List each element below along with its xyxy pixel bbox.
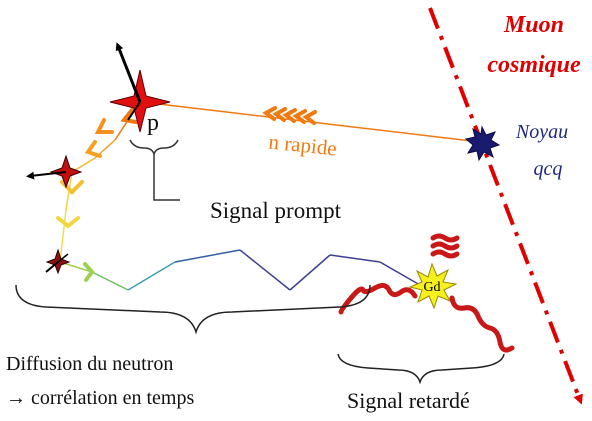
scatter-trajectory <box>59 101 421 291</box>
muon-label-2: cosmique <box>487 52 581 78</box>
diffusion-label-2: → corrélation en temps <box>6 387 194 409</box>
gd-starburst-icon: Gd <box>408 262 458 310</box>
recoil-star-icon <box>26 154 83 189</box>
fast-neutron-label: n rapide <box>268 130 338 161</box>
proton-star-icon <box>109 42 171 133</box>
proton-label: p <box>147 110 159 136</box>
gd-label: Gd <box>423 280 440 295</box>
diffusion-label: Diffusion du neutron <box>6 353 173 375</box>
diffusion-brace <box>15 284 371 335</box>
signal-prompt-label: Signal prompt <box>210 198 342 223</box>
fast-neutron-chevrons <box>262 106 317 125</box>
nucleus-label-2: qcq <box>534 158 563 180</box>
scatter-chevrons <box>56 108 138 282</box>
signal-retarde-label: Signal retardé <box>347 388 470 413</box>
muon-track <box>428 7 583 405</box>
signal-retarde-bracket <box>337 353 505 385</box>
nucleus-icon <box>464 125 501 162</box>
muon-label: Muon <box>503 12 564 38</box>
signal-prompt-bracket <box>129 139 180 201</box>
gamma-ray-icon <box>430 233 460 259</box>
recoil-star-icon <box>45 248 71 275</box>
nucleus-label: Noyau <box>515 121 568 143</box>
gamma-ray-icon <box>449 295 515 353</box>
gamma-ray-icon <box>338 282 418 315</box>
